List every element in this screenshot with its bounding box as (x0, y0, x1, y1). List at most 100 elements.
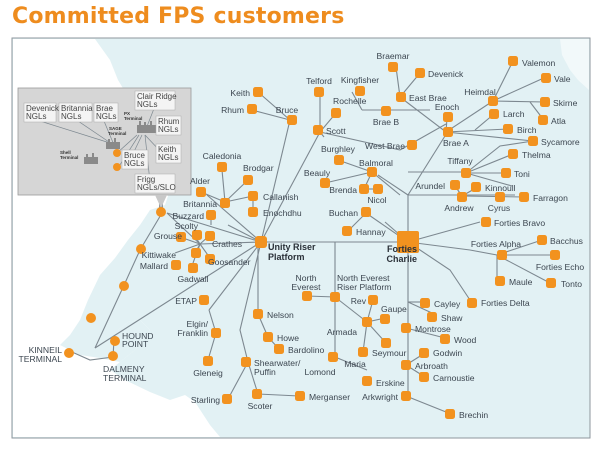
field-node-enochdhu[interactable] (248, 207, 258, 217)
field-node-crathes[interactable] (205, 231, 215, 241)
field-node-cyrus[interactable] (495, 192, 505, 202)
field-node-starling[interactable] (222, 394, 232, 404)
field-node-kinnoull[interactable] (471, 182, 481, 192)
field-node-elgin[interactable] (211, 328, 221, 338)
field-node-tiffany[interactable] (461, 168, 471, 178)
field-node-bacchus[interactable] (537, 235, 547, 245)
field-node-larch[interactable] (489, 109, 499, 119)
field-label-mallard: Mallard (140, 261, 168, 271)
field-node-thelma[interactable] (508, 149, 518, 159)
field-node-vale[interactable] (541, 73, 551, 83)
field-node-merganser[interactable] (295, 391, 305, 401)
field-node-arundel[interactable] (450, 180, 460, 190)
forties-charlie-hub[interactable] (397, 231, 419, 253)
field-node-gadwall[interactable] (188, 263, 198, 273)
field-node-kittiwake[interactable] (191, 248, 201, 258)
field-node-maria[interactable] (358, 347, 368, 357)
field-node-north-everest-1[interactable] (302, 291, 312, 301)
field-node-montrose[interactable] (401, 323, 411, 333)
field-node-buzzard[interactable] (206, 210, 216, 220)
dalmeny-label-1: DALMENY (103, 364, 145, 374)
field-node-keith[interactable] (253, 87, 263, 97)
field-node-lomond[interactable] (328, 352, 338, 362)
field-node-valemon[interactable] (508, 56, 518, 66)
field-label-goosander: Goosander (208, 257, 251, 267)
field-node-scolty[interactable] (192, 230, 202, 240)
field-node-kingfisher[interactable] (355, 86, 365, 96)
field-node-telford[interactable] (314, 87, 324, 97)
field-node-tonto[interactable] (546, 278, 556, 288)
node-west-junction[interactable] (156, 207, 166, 217)
field-node-nelson[interactable] (253, 309, 263, 319)
unity-riser-node[interactable] (255, 236, 267, 248)
field-node-scott[interactable] (313, 125, 323, 135)
field-node-hannay[interactable] (342, 226, 352, 236)
field-node-scoter[interactable] (252, 389, 262, 399)
field-node-sycamore[interactable] (528, 136, 538, 146)
field-node-brae-b[interactable] (381, 106, 391, 116)
hound-point-node[interactable] (110, 336, 120, 346)
field-node-bardolino[interactable] (274, 344, 284, 354)
field-node-shaw[interactable] (427, 312, 437, 322)
field-node-birch[interactable] (503, 124, 513, 134)
field-node-grouse[interactable] (176, 232, 186, 242)
field-node-etap[interactable] (199, 295, 209, 305)
field-node-braemar[interactable] (388, 62, 398, 72)
field-node-farragon[interactable] (519, 192, 529, 202)
field-node-seymour[interactable] (381, 338, 391, 348)
field-node-rochelle[interactable] (331, 108, 341, 118)
dalmeny-terminal-node[interactable] (108, 351, 118, 361)
field-node-east-brae[interactable] (396, 92, 406, 102)
field-node-goosander[interactable] (205, 254, 215, 264)
field-node-west-brae[interactable] (407, 140, 417, 150)
field-node-wood[interactable] (440, 334, 450, 344)
field-node-ne-riser-1[interactable] (330, 292, 340, 302)
field-node-carnoustie[interactable] (419, 372, 429, 382)
field-node-burghley[interactable] (334, 155, 344, 165)
field-node-skirne[interactable] (540, 97, 550, 107)
field-node-shearwater[interactable] (241, 357, 251, 367)
field-node-beauly[interactable] (320, 178, 330, 188)
field-node-andrew[interactable] (457, 192, 467, 202)
kinneil-terminal-node[interactable] (64, 348, 74, 358)
field-node-brenda[interactable] (359, 184, 369, 194)
field-node-forties-echo[interactable] (550, 250, 560, 260)
field-node-mallard[interactable] (171, 260, 181, 270)
field-node-arbroath[interactable] (401, 360, 411, 370)
field-node-caledonia[interactable] (217, 162, 227, 172)
field-node-alder[interactable] (196, 187, 206, 197)
field-node-maule[interactable] (495, 276, 505, 286)
field-node-rhum[interactable] (247, 104, 257, 114)
field-node-brechin[interactable] (445, 409, 455, 419)
field-node-britannia[interactable] (220, 198, 230, 208)
field-node-toni[interactable] (501, 168, 511, 178)
field-node-atla[interactable] (538, 115, 548, 125)
field-node-devenick[interactable] (415, 68, 425, 78)
field-node-rev[interactable] (368, 295, 378, 305)
field-node-forties-delta[interactable] (467, 298, 477, 308)
field-node-nicol[interactable] (373, 184, 383, 194)
field-node-cayley[interactable] (420, 298, 430, 308)
field-node-gleneig[interactable] (203, 356, 213, 366)
field-node-heimdal[interactable] (488, 96, 498, 106)
field-label-skirne: Skirne (553, 98, 578, 108)
field-node-callanish[interactable] (248, 191, 258, 201)
field-node-arkwright[interactable] (401, 391, 411, 401)
node-west-4[interactable] (86, 313, 96, 323)
field-node-forties-alpha[interactable] (497, 250, 507, 260)
field-node-balmoral[interactable] (367, 167, 377, 177)
field-node-bruce[interactable] (287, 115, 297, 125)
field-node-armada[interactable] (362, 317, 372, 327)
field-node-buchan[interactable] (361, 207, 371, 217)
field-node-erskine[interactable] (362, 376, 372, 386)
field-node-howe[interactable] (263, 332, 273, 342)
field-node-brae-a[interactable] (443, 127, 453, 137)
field-node-godwin[interactable] (419, 348, 429, 358)
field-node-forties-bravo[interactable] (481, 217, 491, 227)
node-west-2[interactable] (136, 244, 146, 254)
field-label-braemar: Braemar (377, 51, 410, 61)
field-node-enoch[interactable] (443, 112, 453, 122)
node-west-3[interactable] (119, 281, 129, 291)
field-node-brodgar[interactable] (243, 175, 253, 185)
field-node-gaupe[interactable] (380, 314, 390, 324)
